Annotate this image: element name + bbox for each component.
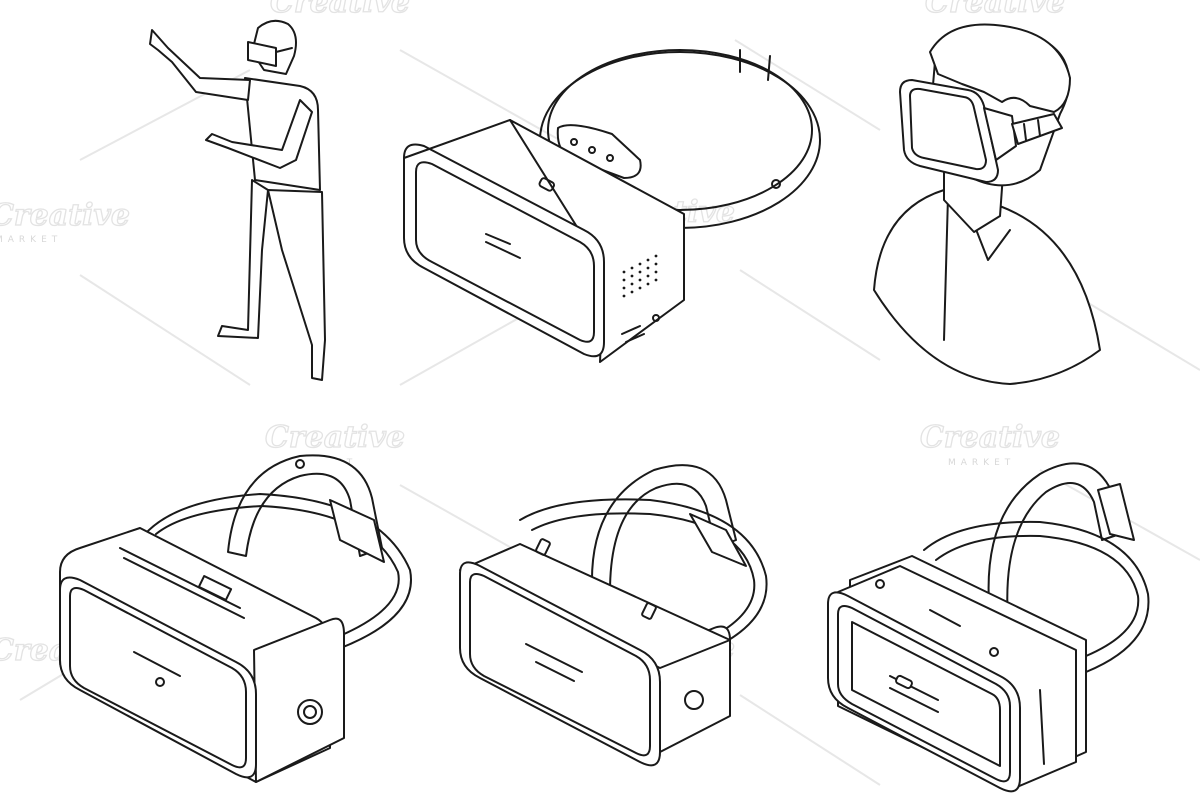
vr-user-bust-icon <box>873 23 1101 385</box>
watermark-sub: MARKET <box>948 458 1015 468</box>
watermark-text: Creative <box>0 198 130 233</box>
watermark-text: Creative <box>925 0 1065 20</box>
vr-headset-with-strap-icon <box>403 49 821 363</box>
speaker-grill-icon <box>622 254 658 298</box>
watermark-sub: MARKET <box>0 235 62 245</box>
watermark-text: Creative <box>265 420 405 455</box>
watermark-lines <box>19 39 1200 786</box>
vr-headset-large-icon <box>59 454 412 783</box>
watermark-text: Creative <box>920 420 1060 455</box>
vr-headset-layered-icon <box>827 462 1150 793</box>
watermark-text: Creative <box>270 0 410 20</box>
vr-headset-medium-icon <box>459 464 768 767</box>
vr-user-standing-icon <box>149 19 326 381</box>
